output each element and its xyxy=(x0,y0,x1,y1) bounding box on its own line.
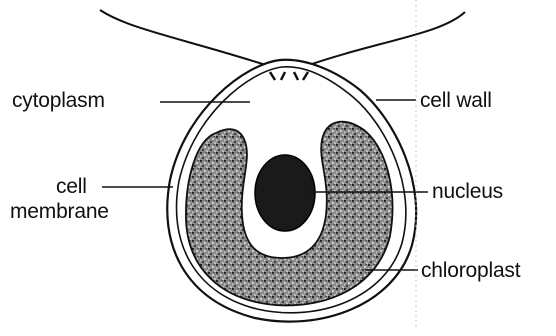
flagellum-left xyxy=(100,10,275,68)
label-cell-wall: cell wall xyxy=(420,89,492,112)
label-cell-membrane-line2: membrane xyxy=(10,200,109,223)
label-chloroplast: chloroplast xyxy=(421,259,520,282)
nucleus-shape xyxy=(255,155,315,231)
label-nucleus: nucleus xyxy=(432,180,503,203)
label-cytoplasm: cytoplasm xyxy=(12,89,105,112)
flagellum-right xyxy=(300,12,465,68)
label-cell-membrane-line1: cell xyxy=(56,175,87,198)
